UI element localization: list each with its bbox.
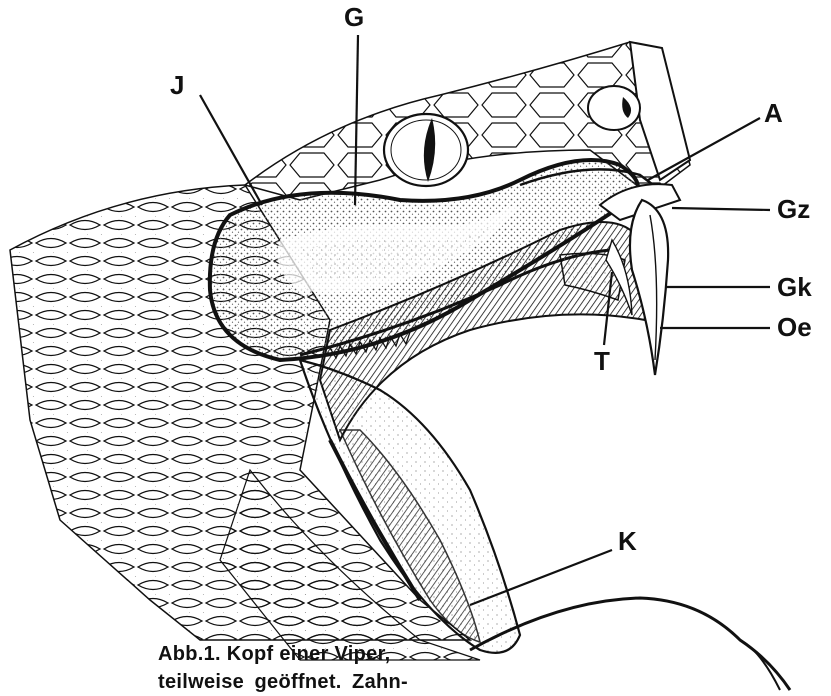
leader-Gz xyxy=(672,208,770,210)
caption-word-geoeffnet: geöffnet. xyxy=(255,668,342,696)
figure-caption: Abb.1. Kopf einer Viper, teilweise geöff… xyxy=(158,640,408,696)
forked-tongue xyxy=(470,598,790,690)
label-Oe: Oe xyxy=(777,314,812,340)
caption-word-zahn: Zahn- xyxy=(352,668,408,696)
label-Gz: Gz xyxy=(777,196,810,222)
label-G: G xyxy=(344,4,364,30)
label-J: J xyxy=(170,72,184,98)
caption-word-teilweise: teilweise xyxy=(158,668,244,696)
label-A: A xyxy=(764,100,783,126)
label-K: K xyxy=(618,528,637,554)
forked-tongue-tip xyxy=(740,640,780,690)
label-Gk: Gk xyxy=(777,274,812,300)
caption-line-1: Abb.1. Kopf einer Viper, xyxy=(158,640,408,668)
caption-line-2: teilweise geöffnet. Zahn- xyxy=(158,668,408,696)
eye xyxy=(384,114,468,186)
nostril xyxy=(588,86,640,130)
label-T: T xyxy=(594,348,610,374)
